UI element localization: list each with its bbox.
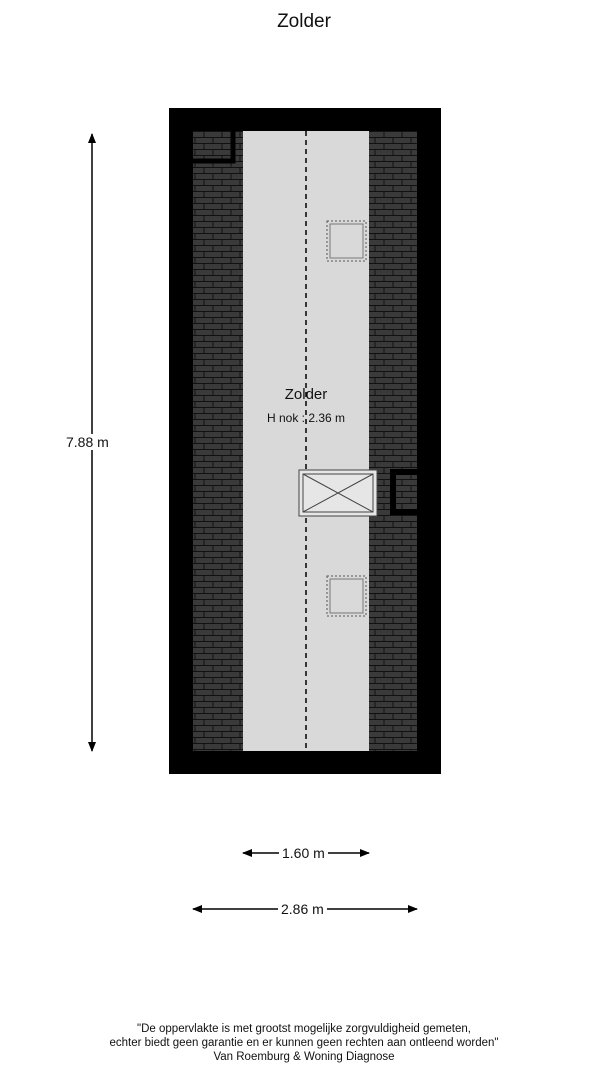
disclaimer-line-3: Van Roemburg & Woning Diagnose xyxy=(213,1051,395,1063)
roof-tiles-left xyxy=(193,131,243,751)
room-name: Zolder xyxy=(284,386,328,403)
disclaimer-line-2: echter biedt geen garantie en er kunnen … xyxy=(109,1037,499,1049)
skylight-top xyxy=(326,220,367,262)
dimension-height-label: 7.88 m xyxy=(66,434,109,450)
skylight-bottom xyxy=(326,575,367,617)
roof-tiles-right xyxy=(369,131,417,751)
disclaimer: "De oppervlakte is met grootst mogelijke… xyxy=(0,1022,608,1064)
dimension-inner-width-label: 1.60 m xyxy=(279,845,328,861)
chimney-top-left xyxy=(193,131,236,164)
disclaimer-line-1: "De oppervlakte is met grootst mogelijke… xyxy=(137,1023,471,1035)
page-title: Zolder xyxy=(277,11,331,32)
room-height-label: H nok : 2.36 m xyxy=(266,411,346,425)
stair-opening xyxy=(298,469,378,517)
dormer-right xyxy=(390,469,417,515)
dimension-total-width-label: 2.86 m xyxy=(278,901,327,917)
